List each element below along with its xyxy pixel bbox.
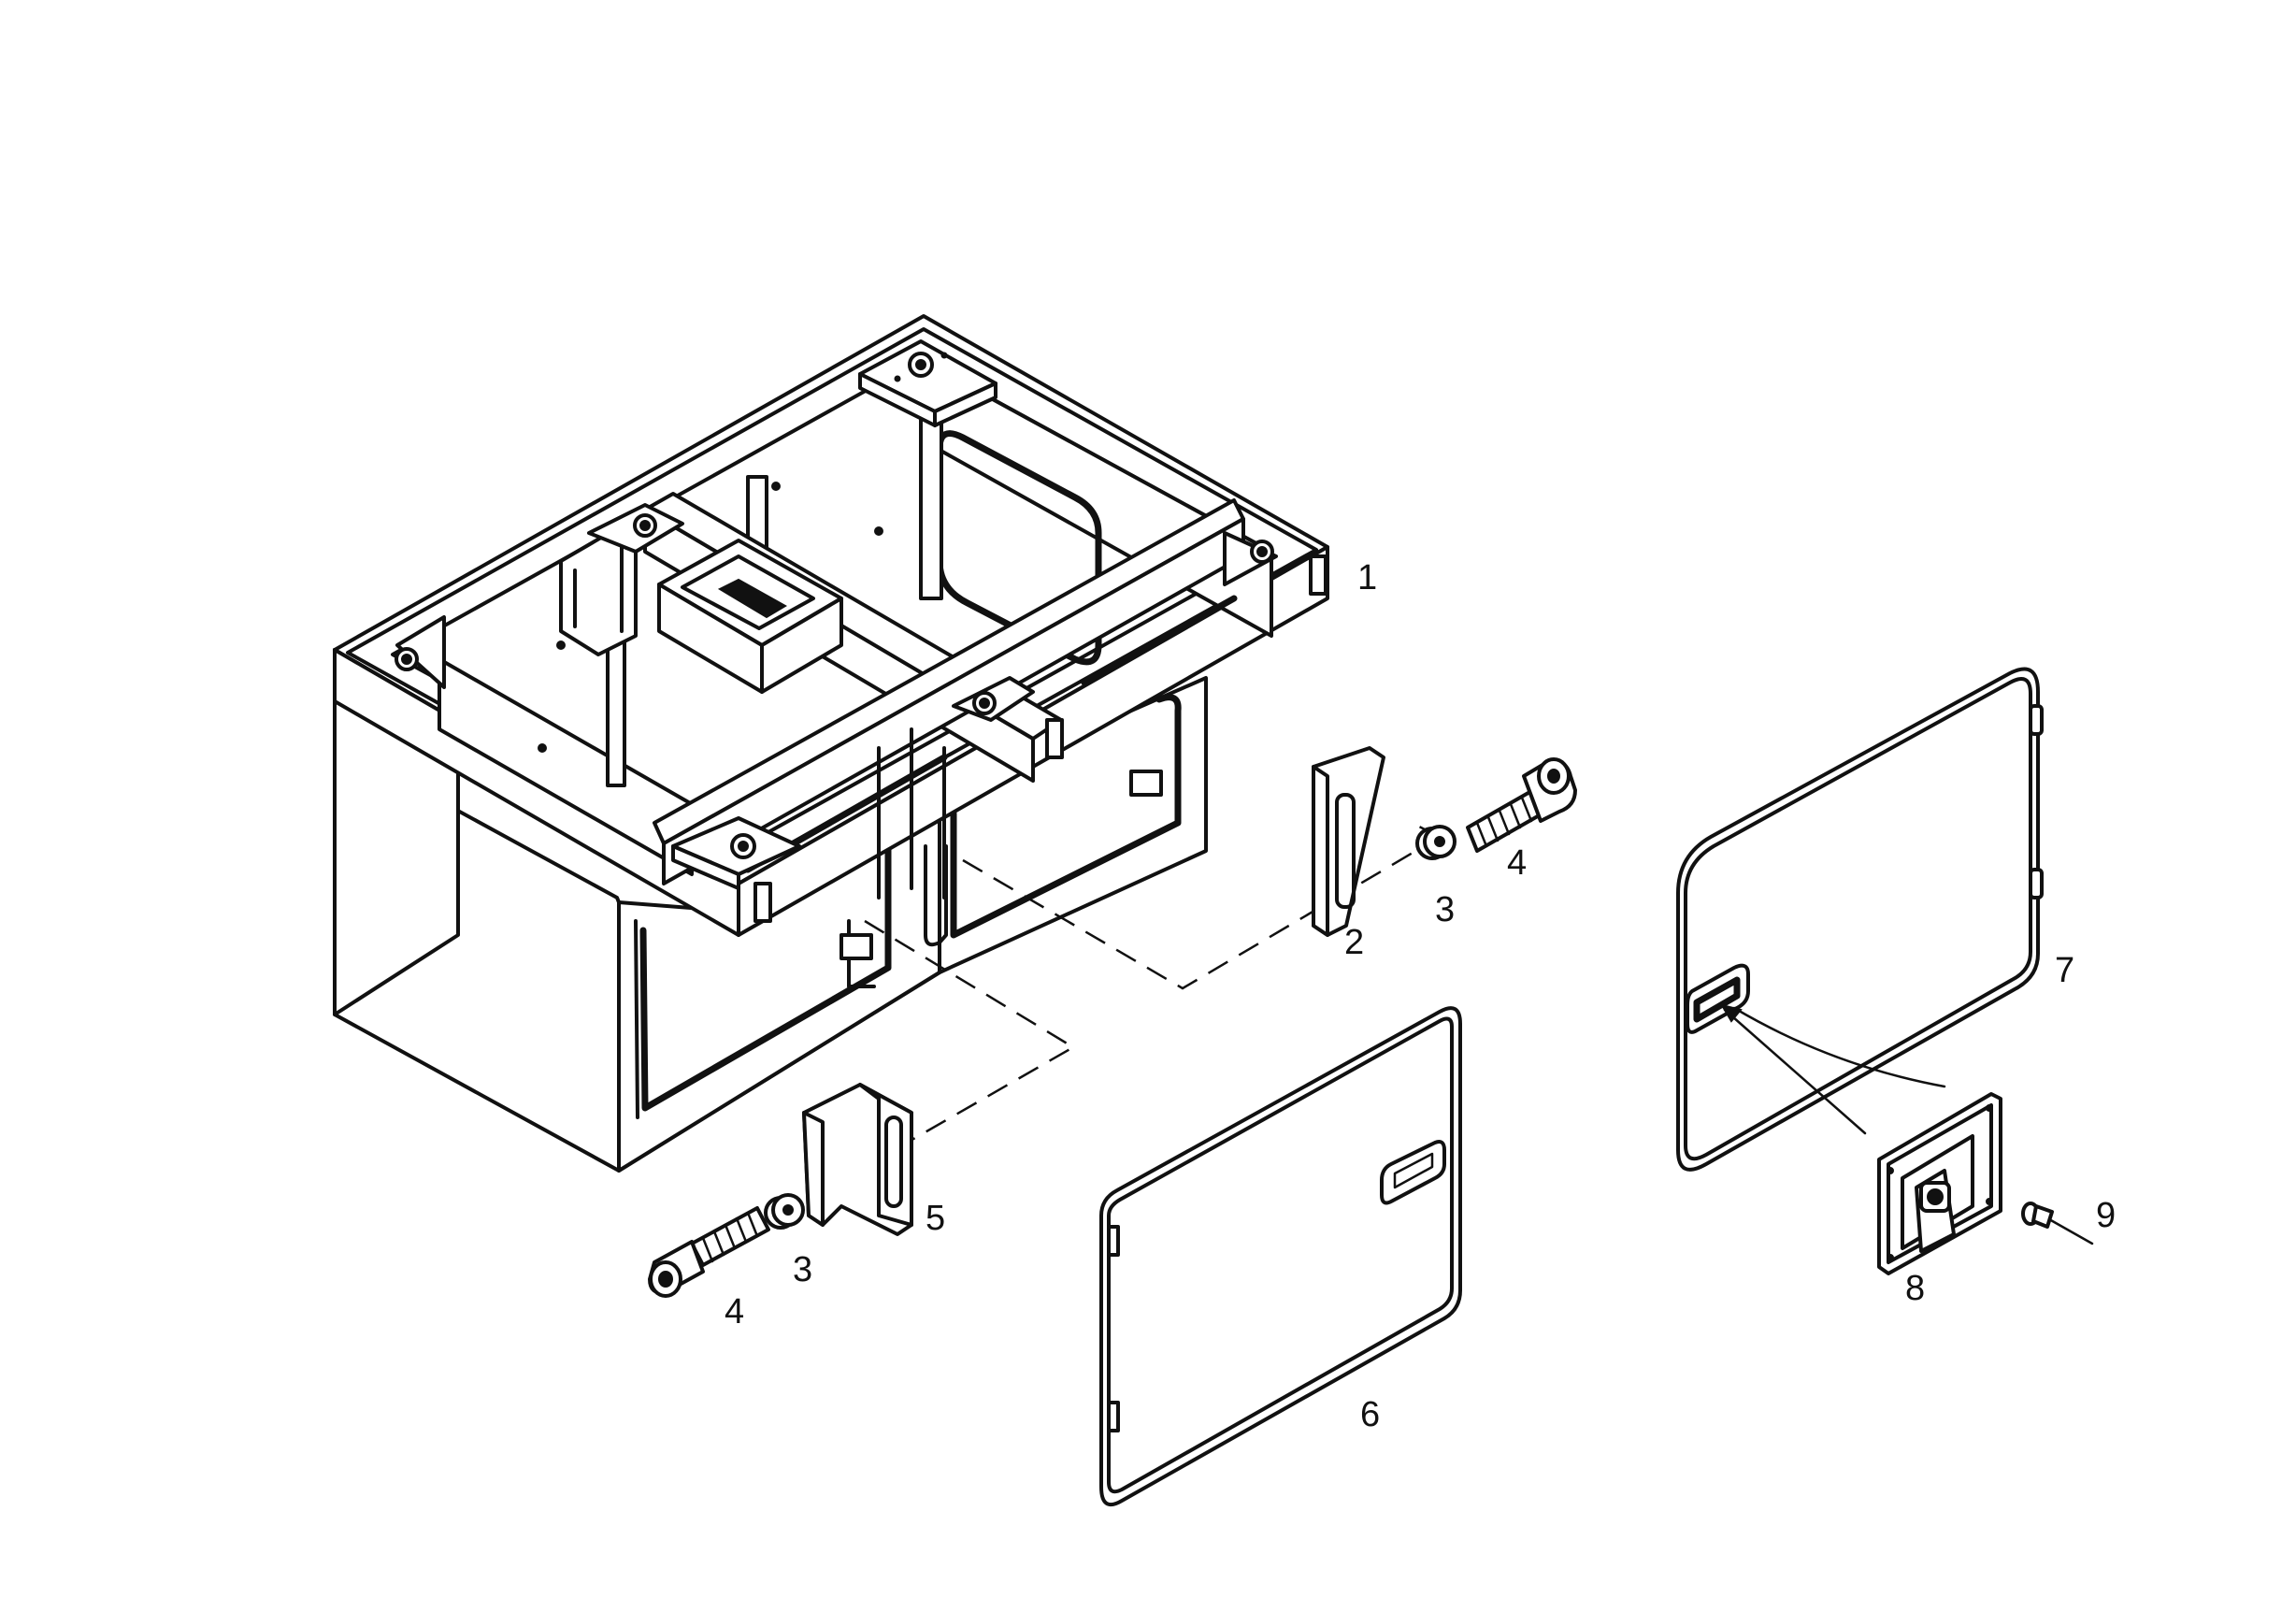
callout-5: 5 [926, 1199, 945, 1238]
bolt [648, 1206, 770, 1298]
washer [764, 1193, 805, 1230]
callout-labels: 1 2 3 4 3 4 5 6 7 8 9 [725, 558, 2116, 1434]
washer [1415, 825, 1457, 860]
corner-pad [1223, 531, 1278, 586]
angle-bracket [802, 1083, 913, 1236]
corner-pad [395, 615, 446, 689]
callout-8: 8 [1905, 1269, 1925, 1308]
callout-4: 4 [725, 1292, 744, 1331]
callout-3: 3 [1435, 890, 1455, 929]
latch [1877, 1092, 2002, 1275]
access-panel [1099, 1006, 1462, 1506]
corner-pad [671, 816, 801, 890]
callout-2: 2 [1344, 923, 1364, 962]
guide-bracket [1312, 746, 1385, 937]
callout-9: 9 [2096, 1196, 2116, 1235]
callout-3: 3 [793, 1250, 812, 1289]
corner-pad [587, 503, 684, 554]
access-panel [1676, 667, 2044, 1172]
corner-pad [858, 339, 997, 427]
housing-frame [333, 314, 1329, 1173]
corner-pad [952, 676, 1035, 722]
callout-7: 7 [2055, 951, 2074, 990]
callout-4: 4 [1507, 843, 1527, 883]
bolt [1466, 757, 1577, 853]
callout-1: 1 [1357, 558, 1377, 597]
rivet [2021, 1202, 2094, 1245]
callout-6: 6 [1360, 1395, 1380, 1434]
